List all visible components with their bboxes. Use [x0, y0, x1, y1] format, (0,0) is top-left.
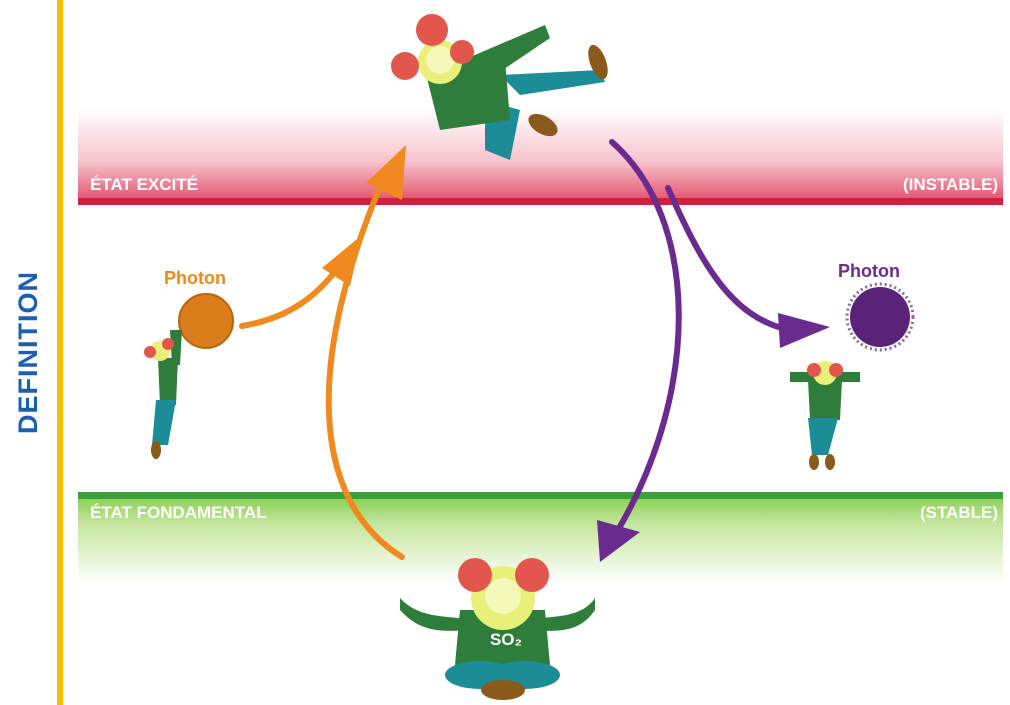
emitted-photon-icon	[850, 287, 910, 347]
excitation-arrowhead	[366, 145, 406, 200]
excitation-arrow	[325, 172, 405, 560]
emitted-photon-label: Photon	[838, 261, 900, 281]
photon-emission-arrowhead	[778, 313, 830, 348]
excited-state-stability: (INSTABLE)	[902, 175, 998, 194]
absorbing-molecule-character	[144, 330, 182, 459]
relaxation-arrowhead	[597, 520, 640, 562]
ground-state-label: ÉTAT FONDAMENTAL	[90, 503, 267, 522]
absorbed-photon-label: Photon	[164, 268, 226, 288]
excited-state-label: ÉTAT EXCITÉ	[90, 175, 198, 194]
excited-state-line	[78, 198, 1003, 205]
excited-molecule-character	[391, 14, 608, 160]
photon-emission-arrow	[665, 185, 793, 333]
molecule-formula: SO₂	[490, 630, 522, 649]
relaxation-arrow	[609, 139, 682, 533]
ground-state-line	[78, 492, 1003, 499]
absorbed-photon-icon	[178, 293, 234, 349]
sidebar-rule	[57, 0, 63, 705]
ground-state-stability: (STABLE)	[919, 503, 998, 522]
ground-molecule-character	[400, 558, 595, 700]
relaxing-molecule-character	[790, 361, 860, 470]
